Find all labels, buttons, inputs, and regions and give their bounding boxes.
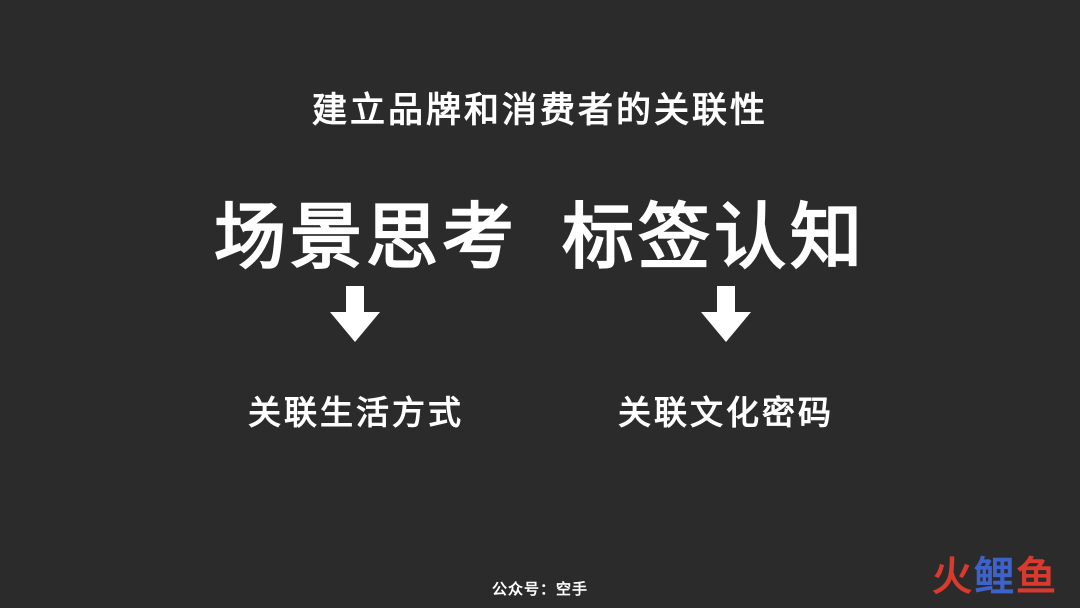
main-title: 场景思考标签认知 xyxy=(0,178,1080,283)
watermark-char-3: 鱼 xyxy=(1016,554,1058,600)
down-arrow-icon xyxy=(330,286,380,342)
watermark-char-1: 火 xyxy=(932,554,974,600)
watermark-char-2: 鲤 xyxy=(974,554,1016,600)
footer-credit: 公众号：空手 xyxy=(491,580,588,598)
subtitle: 建立品牌和消费者的关联性 xyxy=(311,91,768,131)
title-left: 场景思考 xyxy=(213,195,518,279)
right-label: 关联文化密码 xyxy=(618,393,834,432)
watermark-logo: 火鲤鱼 xyxy=(932,544,1058,602)
title-right: 标签认知 xyxy=(562,195,867,279)
left-label: 关联生活方式 xyxy=(248,393,464,432)
down-arrow-icon xyxy=(701,286,751,342)
